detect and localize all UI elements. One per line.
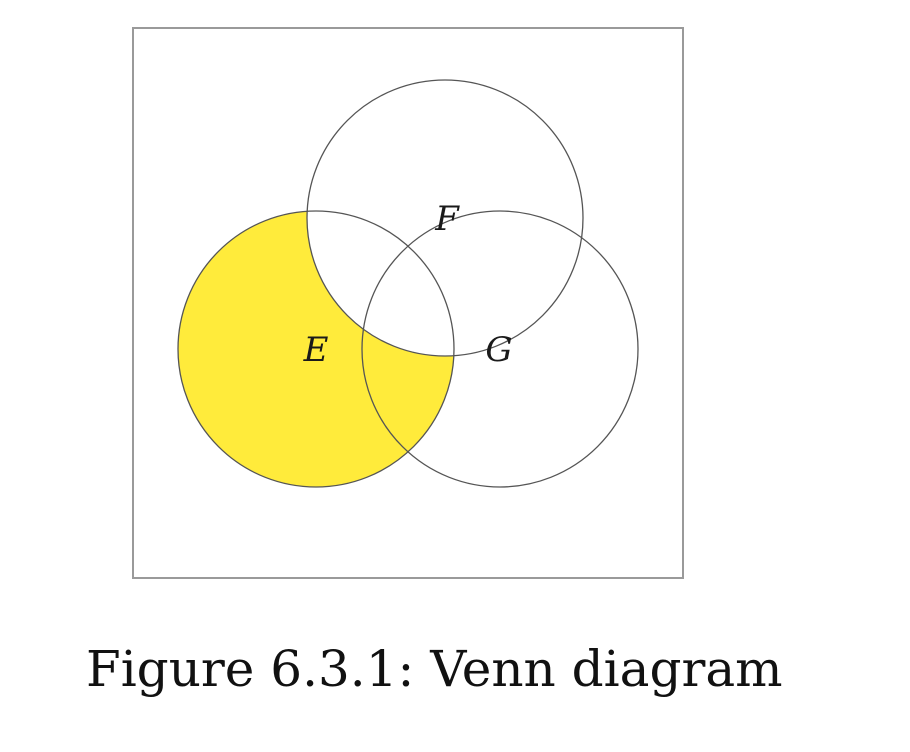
figure-caption: Figure 6.3.1: Venn diagram	[86, 640, 783, 698]
venn-diagram: E F G	[132, 27, 684, 579]
set-e-circle	[177, 210, 455, 488]
set-e-label: E	[303, 330, 329, 370]
set-f-circle	[306, 79, 584, 357]
set-f-label: F	[434, 199, 460, 239]
set-g-label: G	[485, 330, 512, 370]
shaded-region-e-minus-f	[178, 211, 454, 487]
set-g-circle	[361, 210, 639, 488]
